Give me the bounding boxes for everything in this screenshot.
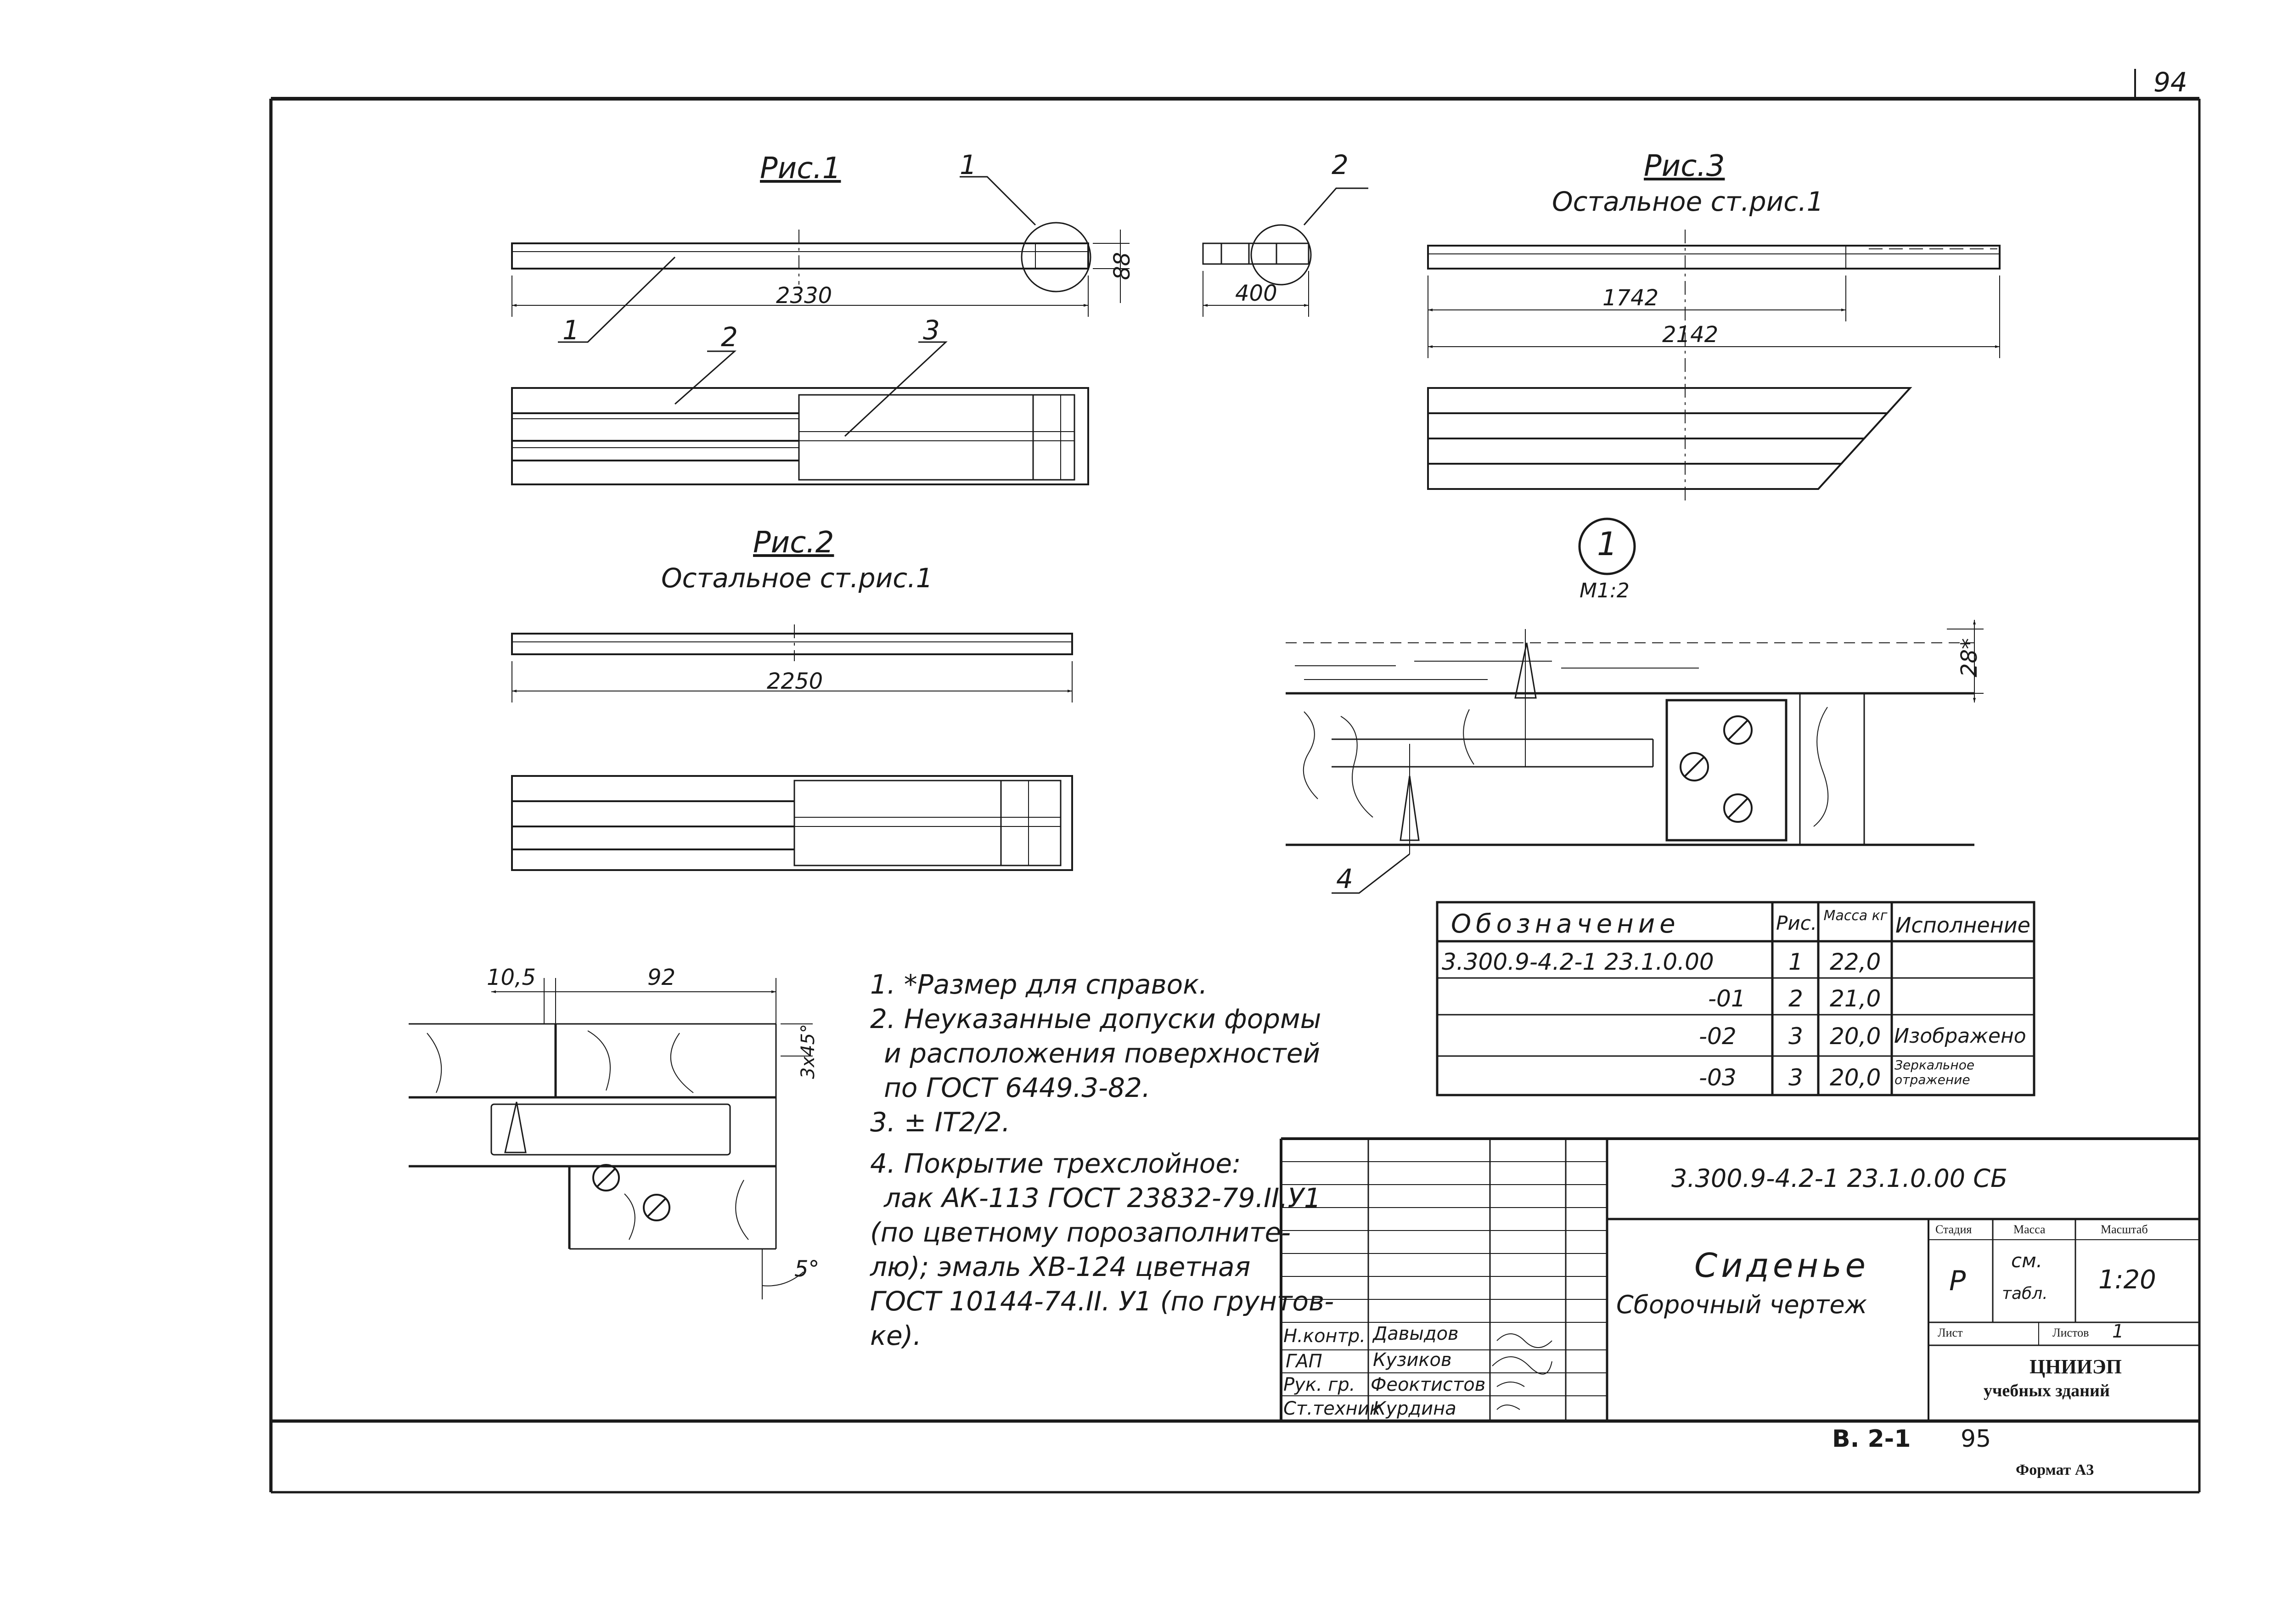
fig-top2-detail (1202, 187, 1368, 317)
sheets-count: 1 (2112, 1321, 2124, 1342)
page-number: 94 (2153, 67, 2187, 98)
note-line: 2. Неуказанные допуски формы (870, 1003, 1321, 1034)
sheets-label: Листов (2052, 1326, 2089, 1339)
spec-row-mass: 21,0 (1830, 985, 1881, 1012)
note-line: (по цветному порозаполните- (870, 1217, 1291, 1248)
fig2-views (511, 624, 1073, 871)
fig1-caption: Рис.1 (760, 152, 841, 185)
detail1-view (1286, 517, 1984, 894)
mass-value-2: табл. (2002, 1284, 2048, 1303)
format-label: Формат А3 (2016, 1461, 2094, 1478)
role-label: Ст.техник (1283, 1398, 1381, 1419)
section-dim-10-5: 10,5 (487, 965, 536, 990)
fig2-caption: Рис.2 (753, 526, 834, 560)
spec-row-mass: 22,0 (1830, 949, 1881, 975)
section-dim-92: 92 (647, 965, 676, 990)
stage-value: Р (1949, 1265, 1966, 1297)
detail1-dim: 28* (1956, 638, 1982, 677)
role-label: Н.контр. (1283, 1326, 1366, 1347)
doc-code: 3.300.9-4.2-1 23.1.0.00 СБ (1671, 1164, 2008, 1193)
detail1-callout-4: 4 (1336, 863, 1353, 894)
spec-row-variant: Изображено (1894, 1024, 2026, 1048)
bottom-code: В. 2-1 (1832, 1425, 1911, 1453)
person-name: Кузиков (1373, 1349, 1452, 1371)
spec-row-fig: 3 (1788, 1064, 1803, 1091)
fig3-dim-1742: 1742 (1602, 285, 1659, 311)
detail1-number: 1 (1597, 525, 1618, 563)
note-line: ГОСТ 10144-74.II. У1 (по грунтов- (870, 1286, 1334, 1317)
fig1-side-view (511, 176, 1130, 343)
section-angle: 5° (794, 1256, 820, 1282)
detail1-scale: М1:2 (1580, 579, 1630, 602)
fig2-length: 2250 (767, 669, 823, 694)
org-subtitle: учебных зданий (1984, 1381, 2110, 1400)
fig-top2-dim: 400 (1235, 281, 1277, 306)
spec-row-designation: -02 (1699, 1023, 1737, 1050)
stage-header: Стадия (1935, 1223, 1972, 1236)
sheet-frame (269, 69, 2201, 1494)
fig3-views (1427, 230, 2001, 500)
note-line: лак АК-113 ГОСТ 23832-79.II.У1 (884, 1182, 1321, 1214)
sheet-label: Лист (1938, 1326, 1963, 1339)
spec-row-fig: 3 (1788, 1023, 1803, 1050)
note-line: и расположения поверхностей (884, 1038, 1321, 1069)
note-line: лю); эмаль ХВ-124 цветная (870, 1251, 1251, 1282)
spec-row-fig: 2 (1788, 985, 1803, 1012)
fig3-caption: Рис.3 (1644, 149, 1725, 183)
fig1-detail-callout: 1 (960, 149, 977, 180)
person-name: Феоктистов (1371, 1374, 1486, 1395)
note-line: 3. ± IT2/2. (870, 1107, 1011, 1138)
spec-row-variant: Зеркальное отражение (1894, 1057, 1975, 1088)
section-dim-chamfer: 3х45° (798, 1023, 819, 1079)
fig1-plan-view (511, 341, 1089, 485)
title-block-grid (1280, 1137, 2199, 1421)
note-line: 4. Покрытие трехслойное: (870, 1148, 1241, 1179)
spec-row-fig: 1 (1788, 949, 1803, 975)
spec-row-designation: 3.300.9-4.2-1 23.1.0.00 (1442, 949, 1714, 975)
person-name: Давыдов (1373, 1323, 1459, 1344)
scale-header: Масштаб (2101, 1223, 2148, 1236)
spec-row-designation: -01 (1708, 985, 1746, 1012)
spec-header-variant: Исполнение (1895, 913, 2030, 938)
section-detail (409, 978, 813, 1299)
spec-header-mass: Масса кг (1823, 908, 1888, 924)
fig-top2-callout: 2 (1332, 149, 1349, 180)
spec-row-mass: 20,0 (1830, 1023, 1881, 1050)
drawing-type: Сборочный чертеж (1616, 1290, 1867, 1319)
person-name: Курдина (1373, 1398, 1456, 1419)
fig1-callout-3: 3 (923, 315, 940, 346)
fig3-dim-2142: 2142 (1662, 322, 1719, 348)
role-label: ГАП (1286, 1351, 1322, 1372)
item-name: Сиденье (1694, 1246, 1869, 1285)
note-line: 1. *Размер для справок. (870, 969, 1208, 1000)
fig2-subtitle: Остальное ст.рис.1 (661, 562, 933, 594)
org-name: ЦНИИЭП (2029, 1355, 2122, 1378)
spec-table-grid (1436, 901, 2035, 1096)
scale-value: 1:20 (2098, 1265, 2156, 1295)
fig3-subtitle: Остальное ст.рис.1 (1552, 186, 1824, 217)
spec-header-fig: Рис. (1776, 912, 1817, 934)
fig1-height: 88 (1109, 252, 1135, 280)
spec-row-designation: -03 (1699, 1064, 1737, 1091)
note-line: ке). (870, 1320, 922, 1351)
spec-header-designation: Обозначение (1451, 909, 1680, 939)
mass-header: Масса (2013, 1223, 2046, 1236)
role-label: Рук. гр. (1283, 1374, 1355, 1395)
fig1-callout-1: 1 (562, 315, 579, 346)
fig1-length: 2330 (776, 283, 832, 309)
bottom-number: 95 (1961, 1425, 1991, 1453)
mass-value-1: см. (2011, 1249, 2043, 1272)
note-line: по ГОСТ 6449.3-82. (884, 1072, 1151, 1103)
spec-row-mass: 20,0 (1830, 1064, 1881, 1091)
fig1-callout-2: 2 (721, 321, 738, 353)
